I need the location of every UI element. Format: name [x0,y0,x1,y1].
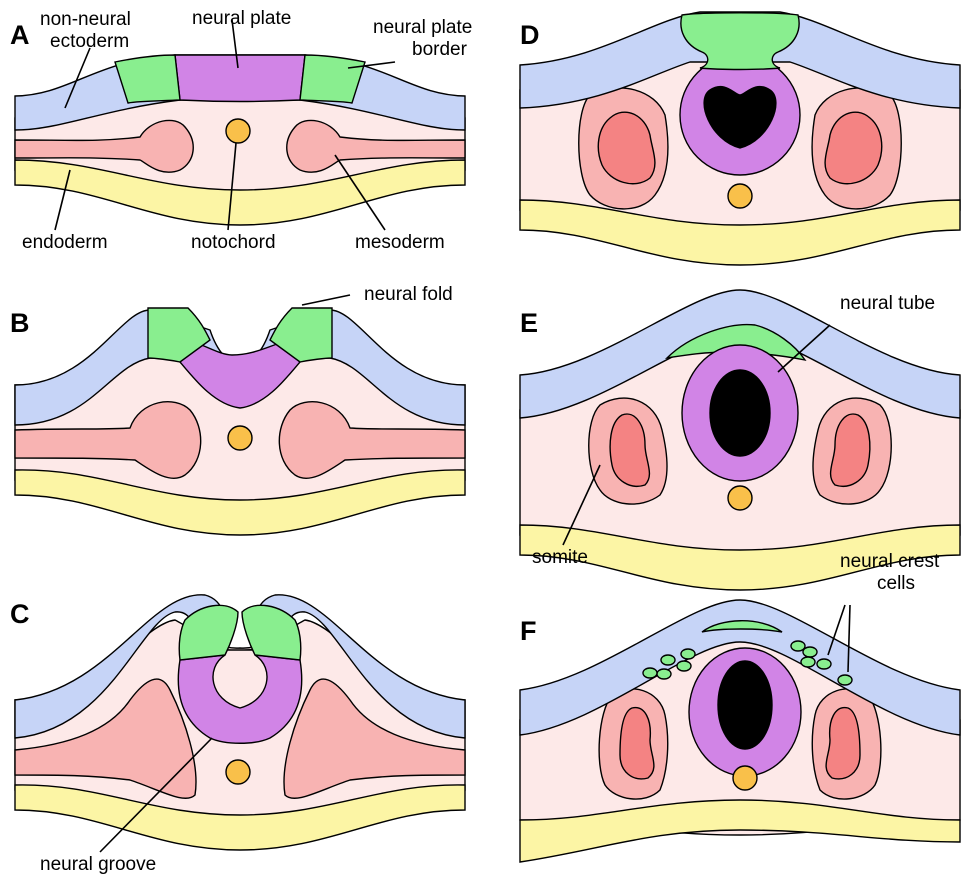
panel-label-f: F [520,616,537,646]
label-neural-plate-border-1: neural plate [373,17,472,38]
neural-crest-cell [677,661,691,671]
neural-crest-cell [643,668,657,678]
label-mesoderm: mesoderm [355,232,445,253]
panel-label-c: C [10,599,30,629]
neural-crest-cell [657,669,671,679]
neural-crest-cell [801,657,815,667]
neural-crest-cell [791,641,805,651]
label-cells: cells [877,573,915,594]
neural-crest-cell [661,655,675,665]
label-notochord: notochord [191,232,276,253]
notochord [728,486,752,510]
label-neural-groove: neural groove [40,854,156,875]
panel-label-e: E [520,308,538,338]
neural-crest-cell [838,675,852,685]
panel-d: D [520,12,960,265]
notochord [228,426,252,450]
panel-label-d: D [520,20,540,50]
neural-crest-cell [817,659,831,669]
panel-a: A non-neural ectoderm neural plate neura… [10,8,472,253]
panel-f: F neural crest cells [520,551,960,862]
label-non-neural: non-neural [40,9,131,30]
notochord [733,766,757,790]
notochord [226,760,250,784]
neural-plate [175,55,305,102]
panel-label-a: A [10,20,30,50]
panel-b: B neural fold [10,284,465,535]
label-neural-fold: neural fold [364,284,453,305]
leader-line [302,295,350,305]
label-somite: somite [532,547,588,568]
neural-crest-cell [681,649,695,659]
label-ectoderm: ectoderm [50,31,129,52]
panel-label-b: B [10,308,30,338]
panel-c: C neural groove [10,595,465,875]
neural-tube-lumen [710,370,770,456]
label-endoderm: endoderm [22,232,108,253]
label-neural-plate-border-2: border [412,39,468,60]
label-neural-tube: neural tube [840,293,935,314]
neural-crest-cell [803,647,817,657]
label-neural-crest: neural crest [840,551,940,572]
notochord [728,184,752,208]
neural-tube-lumen [718,661,772,749]
notochord [226,119,250,143]
panel-e: E neural tube somite [520,290,960,590]
label-neural-plate: neural plate [192,8,291,29]
